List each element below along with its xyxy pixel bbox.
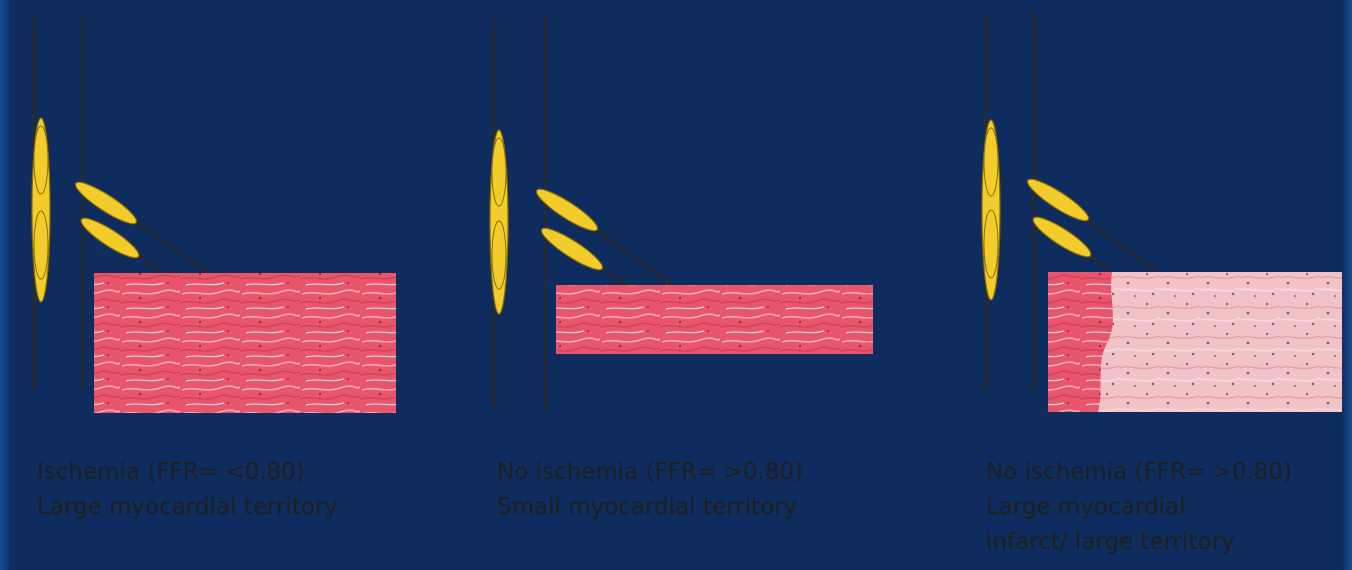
panel-3-caption-line-2: Large myocardial: [986, 490, 1292, 525]
panel-3-caption-line-1: No ischemia (FFR= >0.80): [986, 455, 1292, 490]
panel-1-caption-line-1: Ischemia (FFR= <0.80): [37, 455, 338, 490]
panel-3-caption: No ischemia (FFR= >0.80) Large myocardia…: [986, 455, 1292, 560]
panel-3-diagram: [982, 10, 1342, 412]
panel-1-myocardium-tissue: [94, 273, 396, 413]
panel-2-caption: No ischemia (FFR= >0.80) Small myocardia…: [497, 455, 803, 525]
panel-1-caption: Ischemia (FFR= <0.80) Large myocardial t…: [37, 455, 338, 525]
panel-2-plaque: [490, 130, 508, 314]
panel-1-plaque: [32, 118, 50, 302]
panel-1-caption-line-2: Large myocardial territory: [37, 490, 338, 525]
panel-2-caption-line-1: No ischemia (FFR= >0.80): [497, 455, 803, 490]
panel-2-myocardium-tissue: [556, 285, 873, 354]
panel-1-diagram: [32, 14, 396, 413]
panel-3-plaque: [982, 120, 1000, 300]
panel-2-diagram: [490, 14, 873, 410]
panel-3-caption-line-3: infarct/ large territory: [986, 525, 1292, 560]
panel-2-caption-line-2: Small myocardial territory: [497, 490, 803, 525]
